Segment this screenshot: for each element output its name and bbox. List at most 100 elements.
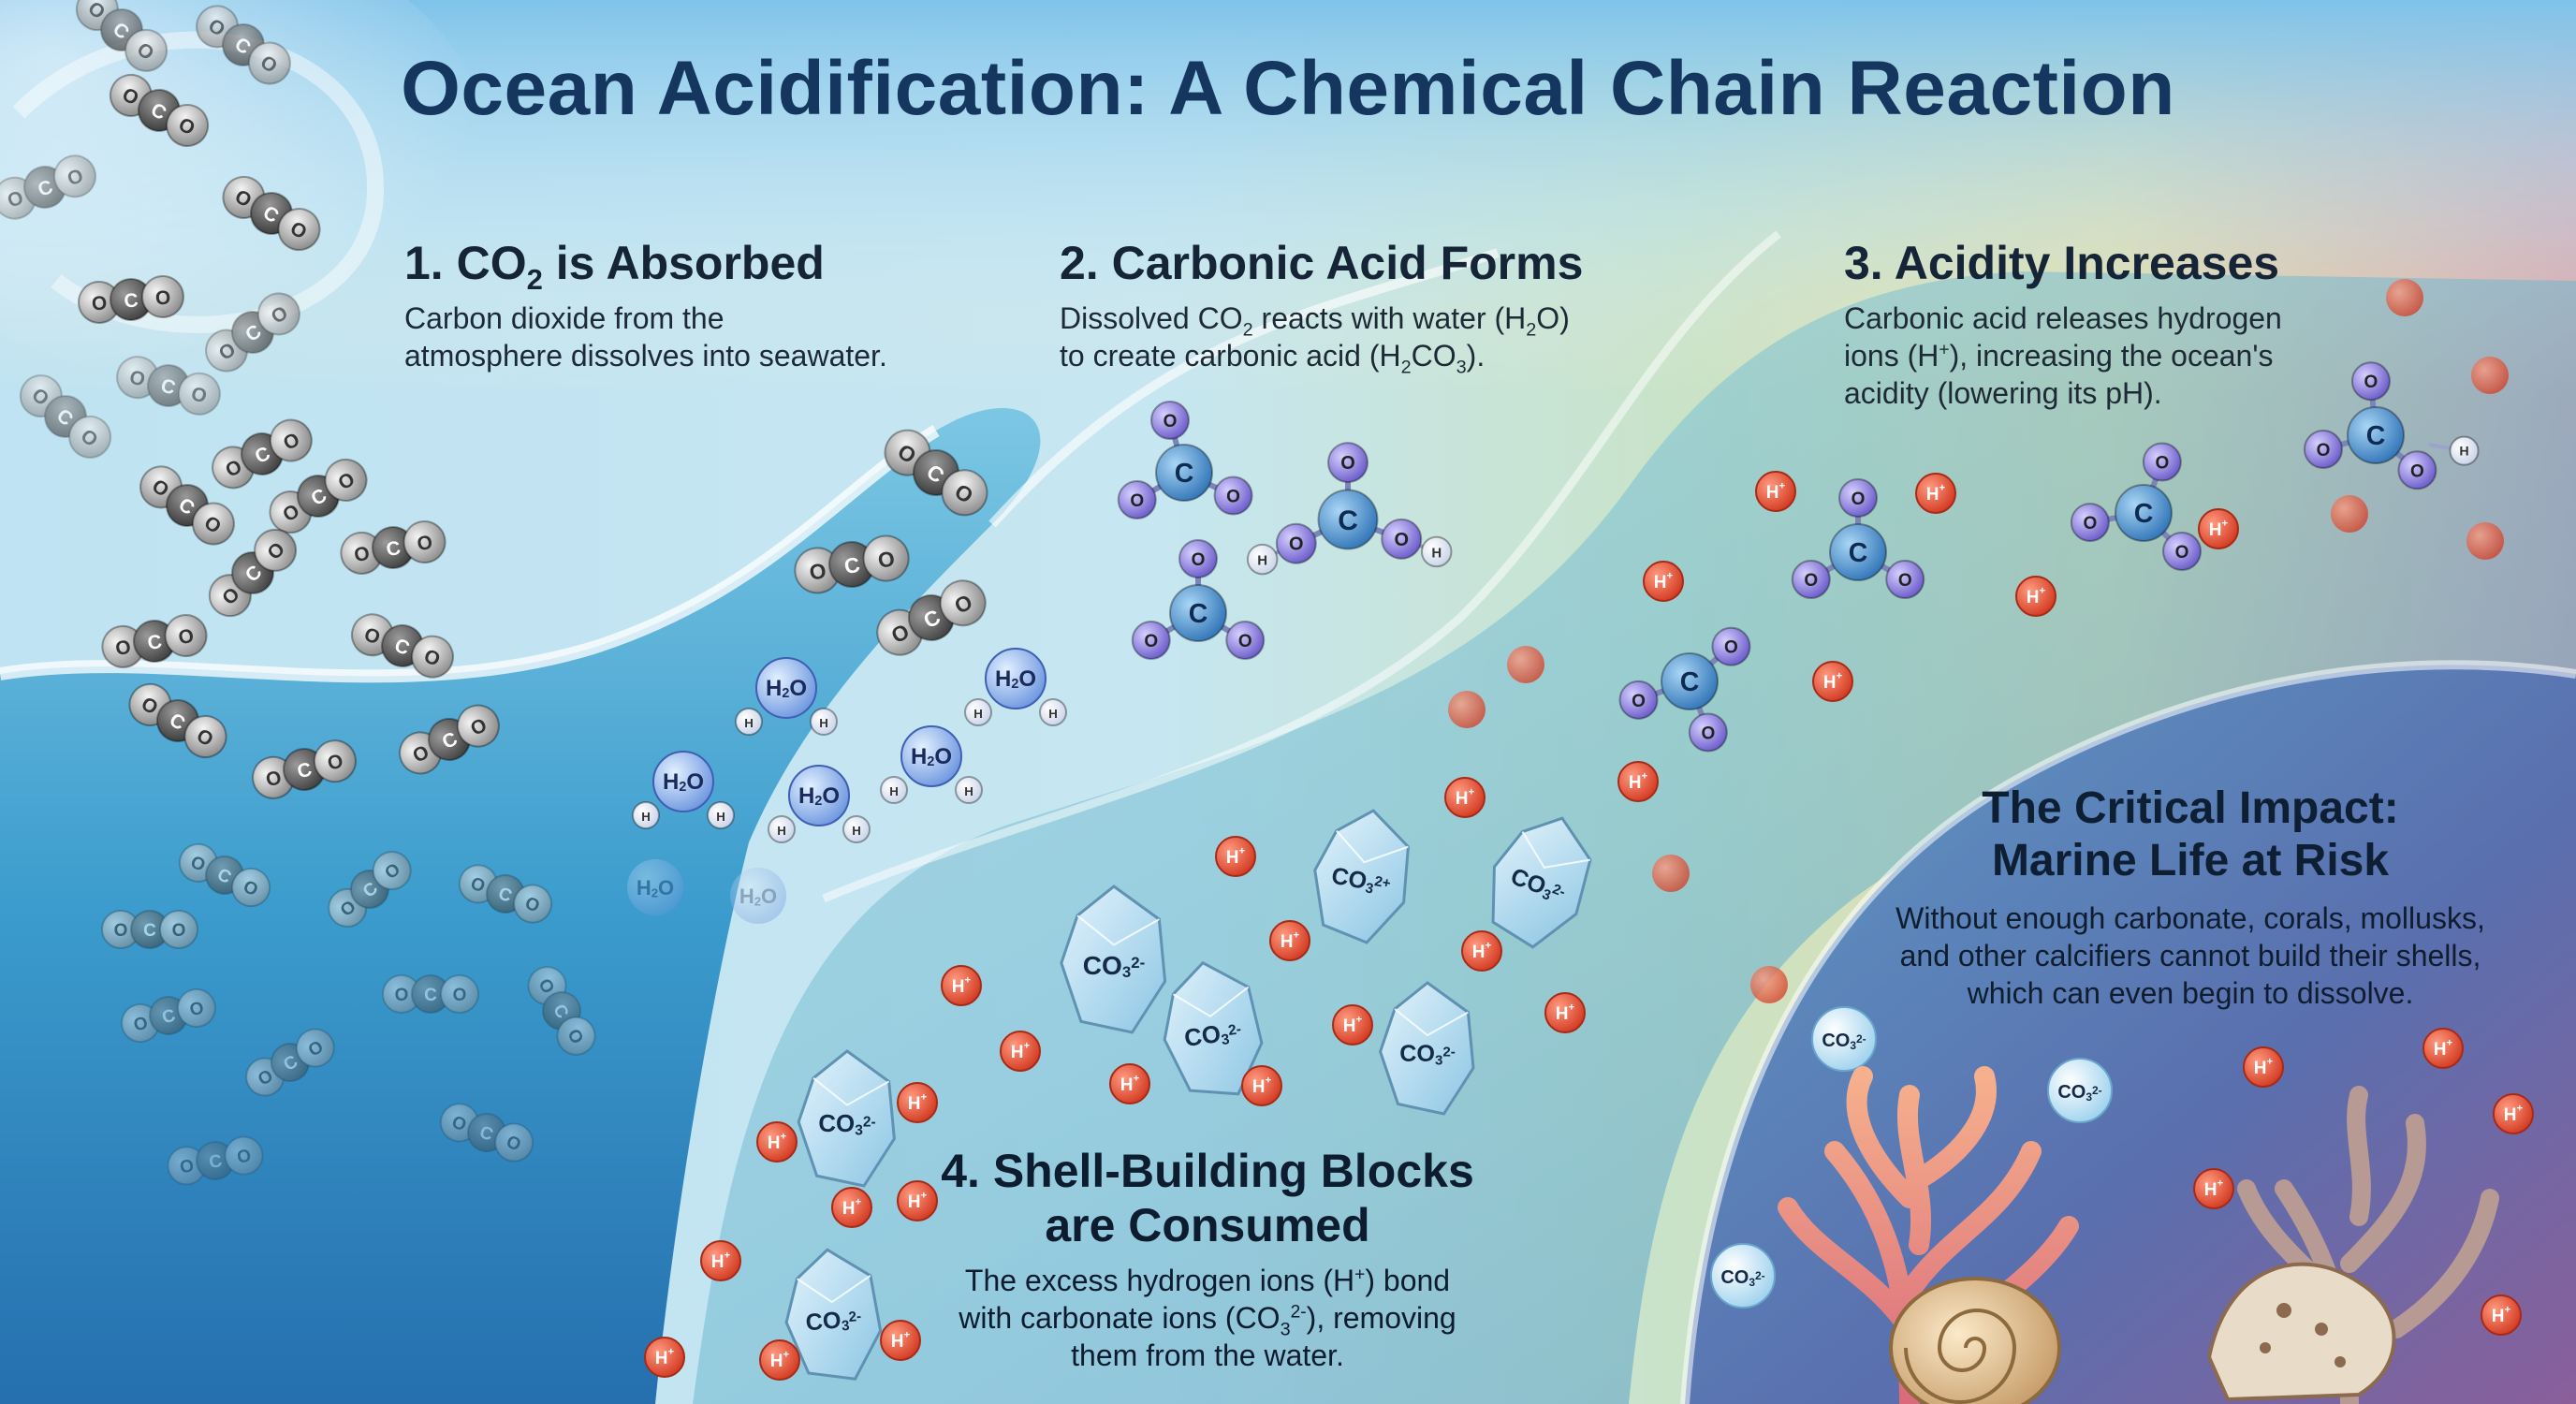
oxygen-atom: O (166, 104, 210, 148)
svg-text:H+: H+ (768, 1131, 787, 1152)
oxygen-atom: O (1149, 400, 1190, 440)
svg-text:O: O (2364, 373, 2378, 392)
co2-molecule: OCO (178, 842, 271, 908)
carbon-atom: C (196, 1141, 235, 1180)
co2-molecule: OCO (245, 1028, 335, 1097)
svg-text:O: O (91, 292, 108, 314)
svg-text:O: O (236, 1146, 253, 1167)
water-molecule-faded: H2O (627, 859, 683, 915)
svg-text:CO32-: CO32- (2057, 1082, 2101, 1104)
hydrogen-ion: H+ (880, 1320, 921, 1361)
svg-text:CO32-: CO32- (1720, 1267, 1764, 1289)
svg-text:H+: H+ (952, 974, 972, 996)
svg-text:H+: H+ (770, 1349, 790, 1370)
svg-text:C: C (1849, 538, 1868, 568)
svg-text:O: O (172, 921, 186, 941)
svg-text:O: O (1340, 453, 1355, 474)
svg-text:O: O (2175, 543, 2189, 563)
step-1-section: 1. CO2 is Absorbed Carbon dioxide from t… (404, 236, 966, 374)
hydrogen-ion: H+ (831, 1187, 872, 1228)
hydrogen-atom: H (707, 801, 735, 829)
svg-text:H+: H+ (908, 1190, 928, 1211)
oxygen-atom: O (191, 502, 235, 546)
divider-wave-1 (988, 248, 1500, 528)
oxygen-atom: O (224, 1135, 264, 1176)
sea-zone-middle (693, 271, 2576, 1404)
svg-text:CO32-: CO32- (805, 1305, 863, 1337)
svg-text:O: O (179, 1156, 196, 1177)
svg-text:O: O (127, 366, 148, 390)
svg-text:H+: H+ (1252, 1075, 1272, 1096)
acid-ion-dot (2331, 495, 2368, 533)
svg-text:O: O (1724, 637, 1738, 657)
snail-shell-illustration (1889, 1277, 2061, 1404)
svg-text:H+: H+ (1472, 940, 1492, 961)
svg-text:H+: H+ (2027, 585, 2046, 607)
svg-text:H: H (889, 784, 899, 798)
svg-text:O: O (808, 558, 828, 585)
hydrogen-atom: H (1420, 535, 1453, 568)
carbonate-crystal: CO32- (797, 1049, 896, 1188)
svg-text:C: C (158, 374, 178, 399)
co2-molecule: OCO (328, 851, 412, 928)
svg-text:O: O (421, 645, 443, 670)
svg-text:H+: H+ (2204, 1177, 2224, 1199)
svg-text:C: C (208, 1150, 224, 1172)
carbonate-crystal: CO32- (1163, 960, 1264, 1096)
svg-text:O: O (1852, 490, 1866, 509)
svg-text:H: H (777, 824, 786, 838)
co2-molecule: OCO (205, 292, 300, 373)
svg-text:H: H (1431, 545, 1442, 561)
svg-text:H: H (744, 716, 754, 730)
co2-molecule: OCO (75, 0, 168, 72)
svg-text:H2O: H2O (739, 885, 777, 909)
svg-text:C: C (1189, 599, 1208, 629)
oxygen-atom: O (372, 851, 412, 891)
oxygen-atom: O (140, 275, 184, 319)
oxygen-atom: O (252, 755, 296, 799)
svg-text:O: O (449, 1112, 469, 1135)
carbon-atom: C (1317, 489, 1379, 550)
coral-illustration (1778, 1066, 2079, 1404)
svg-text:H: H (819, 716, 828, 730)
svg-text:H2O: H2O (995, 666, 1036, 693)
svg-text:O: O (1632, 691, 1646, 710)
svg-text:O: O (395, 986, 409, 1005)
carbonate-ion-bubble: CO32- (1710, 1243, 1776, 1309)
carbon-atom: C (908, 594, 955, 641)
oxygen-atom: O (1178, 539, 1218, 578)
svg-text:O: O (114, 636, 133, 659)
svg-text:H+: H+ (1823, 670, 1843, 692)
hydrogen-ion: H+ (756, 1121, 798, 1163)
oxygen-atom: O (1213, 475, 1253, 516)
co2-molecule: OCO (139, 465, 235, 546)
svg-text:H+: H+ (711, 1250, 731, 1271)
svg-text:C: C (2134, 499, 2154, 529)
acid-ion-dot (2466, 522, 2504, 560)
svg-text:O: O (189, 383, 210, 407)
co2-molecule: OCO (222, 175, 321, 252)
svg-text:H+: H+ (1226, 845, 1246, 867)
hydrogen-ion: H+ (1241, 1065, 1282, 1106)
oxygen-atom: O (862, 534, 910, 582)
oxygen-atom: O (1327, 442, 1368, 484)
svg-text:O: O (1804, 571, 1818, 591)
svg-text:C: C (146, 630, 164, 653)
svg-text:C: C (1175, 459, 1194, 489)
svg-text:C: C (385, 536, 402, 560)
svg-text:H2O: H2O (663, 769, 704, 796)
hydrogen-ion: H+ (2193, 1168, 2234, 1209)
oxygen-atom: O (68, 415, 112, 459)
svg-text:H+: H+ (908, 1091, 928, 1113)
